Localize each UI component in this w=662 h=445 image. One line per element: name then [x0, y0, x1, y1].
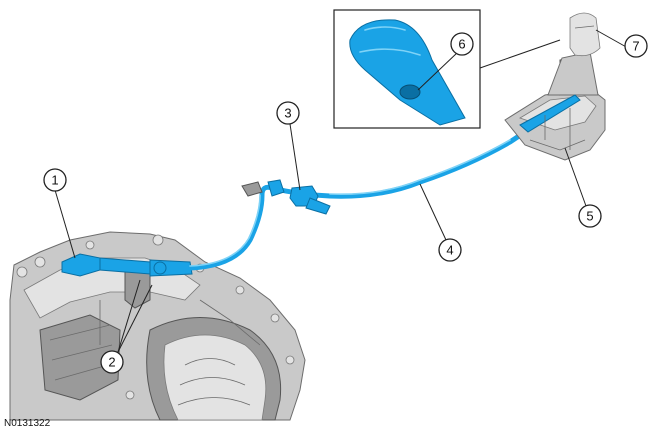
callout-4-label: 4 [446, 243, 453, 258]
callout-4: 4 [438, 238, 462, 262]
callout-7: 7 [624, 34, 648, 58]
callout-1: 1 [43, 168, 67, 192]
reference-code: N0131322 [4, 418, 51, 429]
cable-assembly [61, 129, 528, 277]
shifter-boot [547, 51, 599, 96]
callout-leaders [54, 29, 629, 353]
release-button [399, 84, 421, 100]
detail-inset [333, 9, 561, 129]
transmission-housing [9, 231, 306, 421]
shifter-assembly [504, 12, 606, 161]
callout-2: 2 [100, 350, 124, 374]
shift-knob [569, 12, 601, 57]
callout-7-label: 7 [632, 39, 639, 54]
callout-1-label: 1 [51, 173, 58, 188]
callout-5: 5 [578, 204, 602, 228]
callout-5-label: 5 [586, 209, 593, 224]
callout-6-label: 6 [458, 37, 465, 52]
callout-6: 6 [450, 32, 474, 56]
callout-3: 3 [276, 101, 300, 125]
callout-2-label: 2 [108, 355, 115, 370]
callout-3-label: 3 [284, 106, 291, 121]
shift-cable [187, 129, 528, 271]
knob-detail [349, 19, 466, 126]
